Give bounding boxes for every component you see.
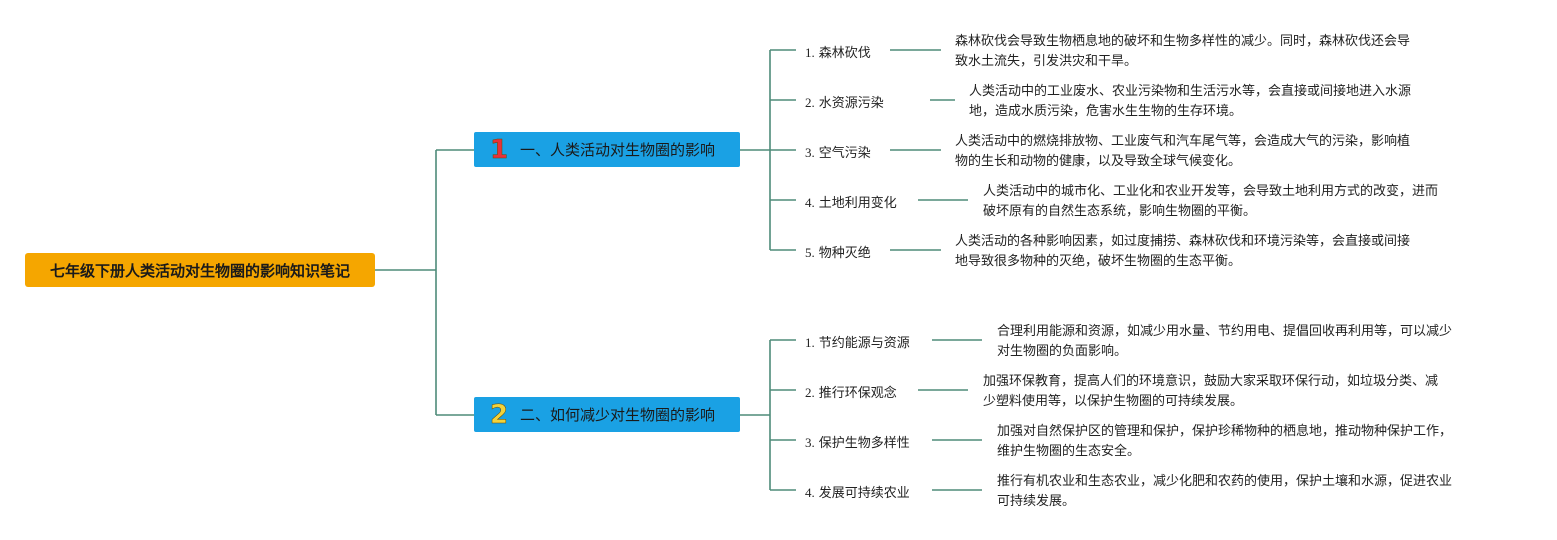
branch2-leaf-links (918, 339, 982, 491)
branch2-connector (740, 339, 796, 491)
description-line: 地导致很多物种的灭绝，破坏生物圈的生态平衡。 (955, 254, 1242, 269)
leaf-topic-land-use[interactable]: 4.土地利用变化 (805, 192, 897, 211)
description-line: 少塑料使用等，以保护生物圈的可持续发展。 (983, 394, 1244, 409)
leaf-topic-air-pollution[interactable]: 3.空气污染 (805, 142, 871, 161)
description-line: 对生物圈的负面影响。 (997, 344, 1128, 359)
leaf-index: 1. (805, 335, 815, 350)
branch-title-1: 一、人类活动对生物圈的影响 (520, 141, 716, 159)
leaf-index: 5. (805, 245, 815, 260)
description-line: 森林砍伐会导致生物栖息地的破坏和生物多样性的减少。同时，森林砍伐还会导 (955, 34, 1411, 49)
leaf-description-land-use: 人类活动中的城市化、工业化和农业开发等，会导致土地利用方式的改变，进而 破坏原有… (983, 182, 1438, 222)
description-line: 地，造成水质污染，危害水生生物的生存环境。 (969, 104, 1243, 119)
leaf-label: 推行环保观念 (818, 386, 897, 401)
description-line: 物的生长和动物的健康，以及导致全球气候变化。 (955, 154, 1242, 169)
leaf-index: 2. (805, 95, 815, 110)
leaf-index: 3. (805, 435, 815, 450)
leaf-description-eco-awareness: 加强环保教育，提高人们的环境意识，鼓励大家采取环保行动，如垃圾分类、减 少塑料使… (983, 372, 1438, 412)
badge-number-1: 1 (490, 134, 509, 165)
leaf-description-sustainable-agriculture: 推行有机农业和生态农业，减少化肥和农药的使用，保护土壤和水源，促进农业 可持续发… (997, 472, 1452, 512)
leaf-label: 土地利用变化 (818, 196, 897, 211)
description-line: 合理利用能源和资源，如减少用水量、节约用电、提倡回收再利用等，可以减少 (997, 324, 1453, 339)
description-line: 人类活动的各种影响因素，如过度捕捞、森林砍伐和环境污染等，会直接或间接 (955, 234, 1411, 249)
branch-topic-1[interactable]: 1 一、人类活动对生物圈的影响 (474, 132, 740, 167)
description-line: 加强环保教育，提高人们的环境意识，鼓励大家采取环保行动，如垃圾分类、减 (983, 374, 1439, 389)
branch1-connector (740, 49, 796, 251)
leaf-index: 4. (805, 195, 815, 210)
branch-topic-2[interactable]: 2 二、如何减少对生物圈的影响 (474, 397, 740, 432)
leaf-index: 4. (805, 485, 815, 500)
description-line: 可持续发展。 (997, 494, 1076, 509)
description-line: 人类活动中的工业废水、农业污染物和生活污水等，会直接或间接地进入水源 (969, 84, 1412, 99)
leaf-index: 2. (805, 385, 815, 400)
leaf-description-save-energy: 合理利用能源和资源，如减少用水量、节约用电、提倡回收再利用等，可以减少 对生物圈… (997, 322, 1452, 362)
leaf-label: 发展可持续农业 (818, 486, 910, 501)
leaf-description-deforestation: 森林砍伐会导致生物栖息地的破坏和生物多样性的减少。同时，森林砍伐还会导 致水土流… (955, 32, 1410, 72)
root-title: 七年级下册人类活动对生物圈的影响知识笔记 (49, 261, 350, 280)
branch1-leaf-links (890, 49, 968, 251)
leaf-topic-sustainable-agriculture[interactable]: 4.发展可持续农业 (805, 482, 910, 501)
description-line: 人类活动中的城市化、工业化和农业开发等，会导致土地利用方式的改变，进而 (983, 184, 1439, 199)
description-line: 人类活动中的燃烧排放物、工业废气和汽车尾气等，会造成大气的污染，影响植 (955, 134, 1411, 149)
leaf-topic-eco-awareness[interactable]: 2.推行环保观念 (805, 382, 897, 401)
leaf-label: 物种灭绝 (818, 246, 871, 261)
branch-title-2: 二、如何减少对生物圈的影响 (520, 406, 716, 424)
leaf-label: 森林砍伐 (818, 46, 871, 61)
description-line: 致水土流失，引发洪灾和干旱。 (955, 54, 1138, 69)
leaf-topic-extinction[interactable]: 5.物种灭绝 (805, 242, 871, 261)
description-line: 破坏原有的自然生态系统，影响生物圈的平衡。 (983, 204, 1257, 219)
leaf-index: 1. (805, 45, 815, 60)
leaf-topic-save-energy[interactable]: 1.节约能源与资源 (805, 332, 910, 351)
description-line: 加强对自然保护区的管理和保护，保护珍稀物种的栖息地，推动物种保护工作， (997, 424, 1453, 439)
leaf-description-air-pollution: 人类活动中的燃烧排放物、工业废气和汽车尾气等，会造成大气的污染，影响植 物的生长… (955, 132, 1410, 172)
leaf-description-biodiversity: 加强对自然保护区的管理和保护，保护珍稀物种的栖息地，推动物种保护工作， 维护生物… (997, 422, 1452, 462)
leaf-label: 水资源污染 (818, 96, 884, 111)
description-line: 维护生物圈的生态安全。 (997, 444, 1141, 459)
leaf-topic-biodiversity[interactable]: 3.保护生物多样性 (805, 432, 910, 451)
leaf-index: 3. (805, 145, 815, 160)
leaf-description-extinction: 人类活动的各种影响因素，如过度捕捞、森林砍伐和环境污染等，会直接或间接 地导致很… (955, 232, 1410, 272)
root-topic[interactable]: 七年级下册人类活动对生物圈的影响知识笔记 (25, 253, 375, 287)
leaf-topic-water-pollution[interactable]: 2.水资源污染 (805, 92, 884, 111)
leaf-label: 节约能源与资源 (818, 336, 910, 351)
leaf-description-water-pollution: 人类活动中的工业废水、农业污染物和生活污水等，会直接或间接地进入水源 地，造成水… (969, 82, 1411, 122)
leaf-label: 保护生物多样性 (818, 436, 910, 451)
badge-number-2: 2 (490, 399, 509, 430)
leaf-label: 空气污染 (818, 146, 871, 161)
leaf-topic-deforestation[interactable]: 1.森林砍伐 (805, 42, 871, 61)
description-line: 推行有机农业和生态农业，减少化肥和农药的使用，保护土壤和水源，促进农业 (997, 474, 1453, 489)
root-connector (375, 149, 474, 416)
